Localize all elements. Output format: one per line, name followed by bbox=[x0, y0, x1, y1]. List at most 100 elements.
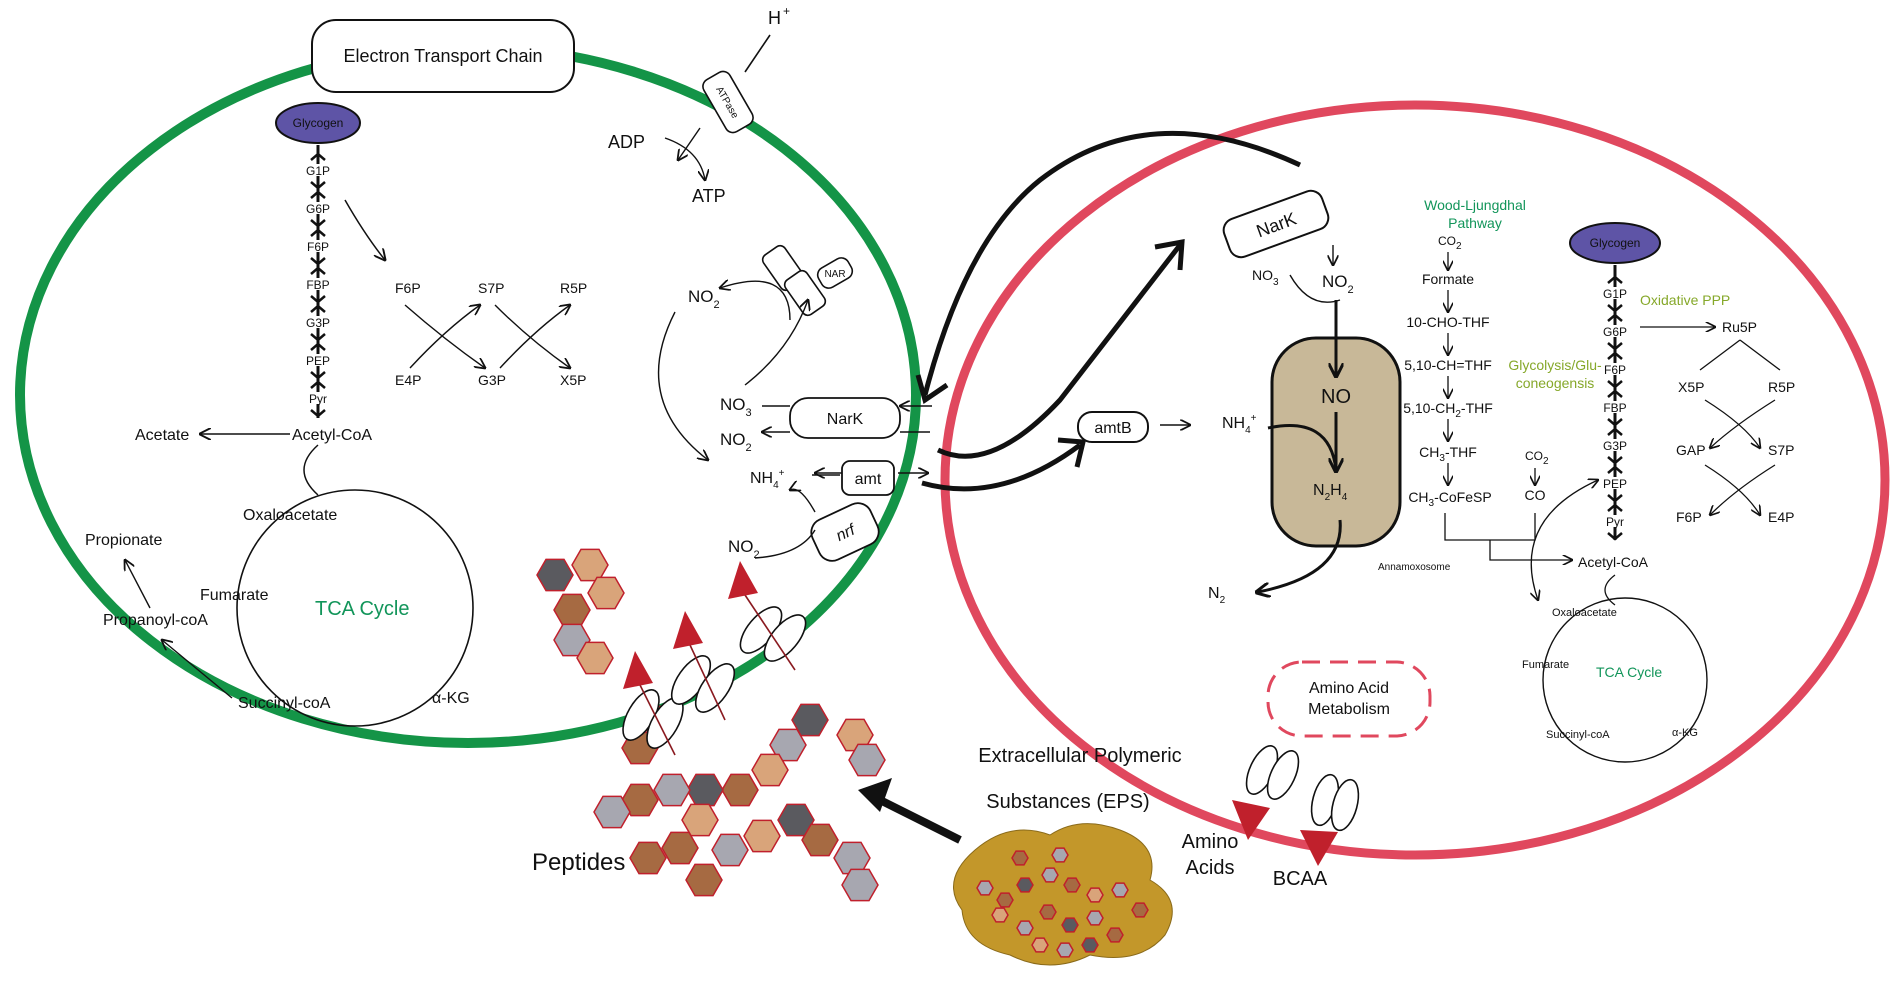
peptide-transporter bbox=[670, 611, 736, 721]
wlp-co: CO bbox=[1525, 487, 1546, 503]
atpase-stalk bbox=[744, 34, 771, 73]
amino-acids-1: Amino bbox=[1182, 831, 1239, 853]
left-chain-chevron-up bbox=[310, 190, 326, 199]
eps-hex bbox=[1111, 882, 1129, 898]
eps-hex bbox=[1063, 877, 1081, 893]
peptide-transporter bbox=[622, 651, 684, 756]
amtb-big-arrow bbox=[921, 442, 1082, 492]
wlp-ch3cofesp: CH3-CoFeSP bbox=[1408, 489, 1491, 509]
ppp-f6p-r: F6P bbox=[1676, 509, 1702, 525]
ppp-gap-r: GAP bbox=[1676, 442, 1706, 458]
svg-text:nrf: nrf bbox=[834, 521, 860, 545]
left-chain-chevron-down bbox=[310, 295, 326, 304]
left-no2-top: NO2 bbox=[688, 287, 720, 311]
acetyl-to-tca bbox=[303, 444, 319, 496]
right-chain-label-bg bbox=[1599, 287, 1631, 299]
eps-hex bbox=[976, 880, 994, 896]
right-chain-chevron-up bbox=[1607, 351, 1623, 360]
left-chain-label-bg bbox=[302, 202, 334, 214]
propanoyl-label: Propanoyl-coA bbox=[103, 612, 208, 629]
etc-box bbox=[311, 19, 575, 93]
ppp-r-a2 bbox=[1710, 399, 1776, 448]
peptide-hex bbox=[686, 773, 724, 807]
peptide-hex bbox=[841, 868, 879, 902]
left-chain-label-bg bbox=[302, 316, 334, 328]
right-n2: N2 bbox=[1208, 585, 1226, 606]
glycolysis-label-2: coneogensis bbox=[1516, 375, 1595, 391]
left-glycogen-label: Glycogen bbox=[293, 116, 344, 130]
no2-to-nrf bbox=[754, 529, 816, 559]
ppp-r-a4 bbox=[1710, 464, 1776, 515]
ppp-r-a3 bbox=[1704, 464, 1760, 515]
nar-to-no2 bbox=[720, 281, 791, 321]
left-chain-label-bg bbox=[302, 164, 334, 176]
nark-big-head-right bbox=[1154, 238, 1185, 271]
bcaa-label: BCAA bbox=[1273, 868, 1328, 890]
eps-hex bbox=[996, 892, 1014, 908]
right-chain-chevron-up bbox=[1607, 465, 1623, 474]
wlp-title-1: Wood-Ljungdhal bbox=[1424, 197, 1526, 213]
acetate-label: Acetate bbox=[135, 427, 189, 444]
eps-to-peptides-head bbox=[858, 778, 892, 812]
ppp-arrow-2 bbox=[409, 305, 480, 369]
right-nark: NarK bbox=[1222, 189, 1330, 259]
eps-hex bbox=[1131, 902, 1149, 918]
peptide-hex bbox=[629, 841, 667, 875]
nark-big-arrow-right bbox=[936, 243, 1182, 459]
ppp-e4p: E4P bbox=[395, 372, 421, 388]
left-chain-chevron-down bbox=[310, 219, 326, 228]
peptide-hex bbox=[801, 823, 839, 857]
peptide-hex bbox=[681, 803, 719, 837]
peptide-hex bbox=[769, 728, 807, 762]
left-tca-label: TCA Cycle bbox=[315, 598, 409, 620]
right-chain-f6p: F6P bbox=[1604, 363, 1626, 377]
left-chain-fbp: FBP bbox=[306, 278, 329, 292]
left-acetyl-coa: Acetyl-CoA bbox=[292, 427, 372, 444]
g6p-to-f6p-arrow bbox=[344, 199, 385, 260]
left-chain-chevron-down bbox=[310, 257, 326, 266]
eps-hex bbox=[1086, 887, 1104, 903]
right-no2: NO2 bbox=[1322, 272, 1354, 296]
eps-hex bbox=[1106, 927, 1124, 943]
right-fumarate: Fumarate bbox=[1522, 659, 1569, 671]
peptide-hex bbox=[685, 863, 723, 897]
svg-text:NAR: NAR bbox=[824, 269, 845, 280]
right-chain-label-bg bbox=[1599, 401, 1631, 413]
amino-acid-transporter bbox=[1232, 745, 1300, 840]
wlp-ch2thf: 5,10-CH2-THF bbox=[1403, 400, 1493, 420]
right-chain-label-bg bbox=[1599, 515, 1631, 527]
left-oxaloacetate: Oxaloacetate bbox=[243, 507, 337, 524]
peptide-transporter bbox=[728, 561, 807, 671]
eps-hex bbox=[1041, 867, 1059, 883]
right-chain-chevron-down bbox=[1607, 380, 1623, 389]
left-chain-chevron-up bbox=[310, 380, 326, 389]
left-chain-chevron-down bbox=[310, 333, 326, 342]
eps-line1: Extracellular Polymeric bbox=[978, 745, 1181, 767]
amtb-transporter bbox=[1077, 411, 1149, 443]
peptide-hex bbox=[571, 548, 609, 582]
ppp-s7p: S7P bbox=[478, 280, 504, 296]
right-chain-chevron-down bbox=[1607, 418, 1623, 427]
ppp-x5p: X5P bbox=[560, 372, 586, 388]
left-akg: α-KG bbox=[432, 690, 470, 707]
oxidative-ppp: Oxidative PPP bbox=[1640, 292, 1730, 308]
ppp-x5p-r: X5P bbox=[1678, 379, 1704, 395]
right-glycogen bbox=[1569, 222, 1661, 264]
propanoyl-to-propionate bbox=[125, 560, 151, 609]
left-chain-f6p: F6P bbox=[307, 240, 329, 254]
right-tca-label: TCA Cycle bbox=[1596, 664, 1662, 680]
wlp-formate: Formate bbox=[1422, 271, 1474, 287]
eps-hex bbox=[1039, 904, 1057, 920]
right-oxaloacetate: Oxaloacetate bbox=[1552, 607, 1617, 619]
eps-hex bbox=[1016, 920, 1034, 936]
eps-to-peptides-arrow bbox=[868, 791, 962, 844]
right-chain-chevron-up bbox=[1607, 275, 1623, 284]
left-chain-chevron-up bbox=[310, 152, 326, 161]
nark-big-head-left bbox=[915, 374, 949, 405]
ppp-r-a1 bbox=[1704, 399, 1760, 448]
left-chain-label-bg bbox=[302, 392, 334, 404]
amino-acid-line2: Metabolism bbox=[1308, 701, 1390, 718]
peptides-label: Peptides bbox=[532, 849, 625, 876]
ppp-r5p: R5P bbox=[560, 280, 587, 296]
